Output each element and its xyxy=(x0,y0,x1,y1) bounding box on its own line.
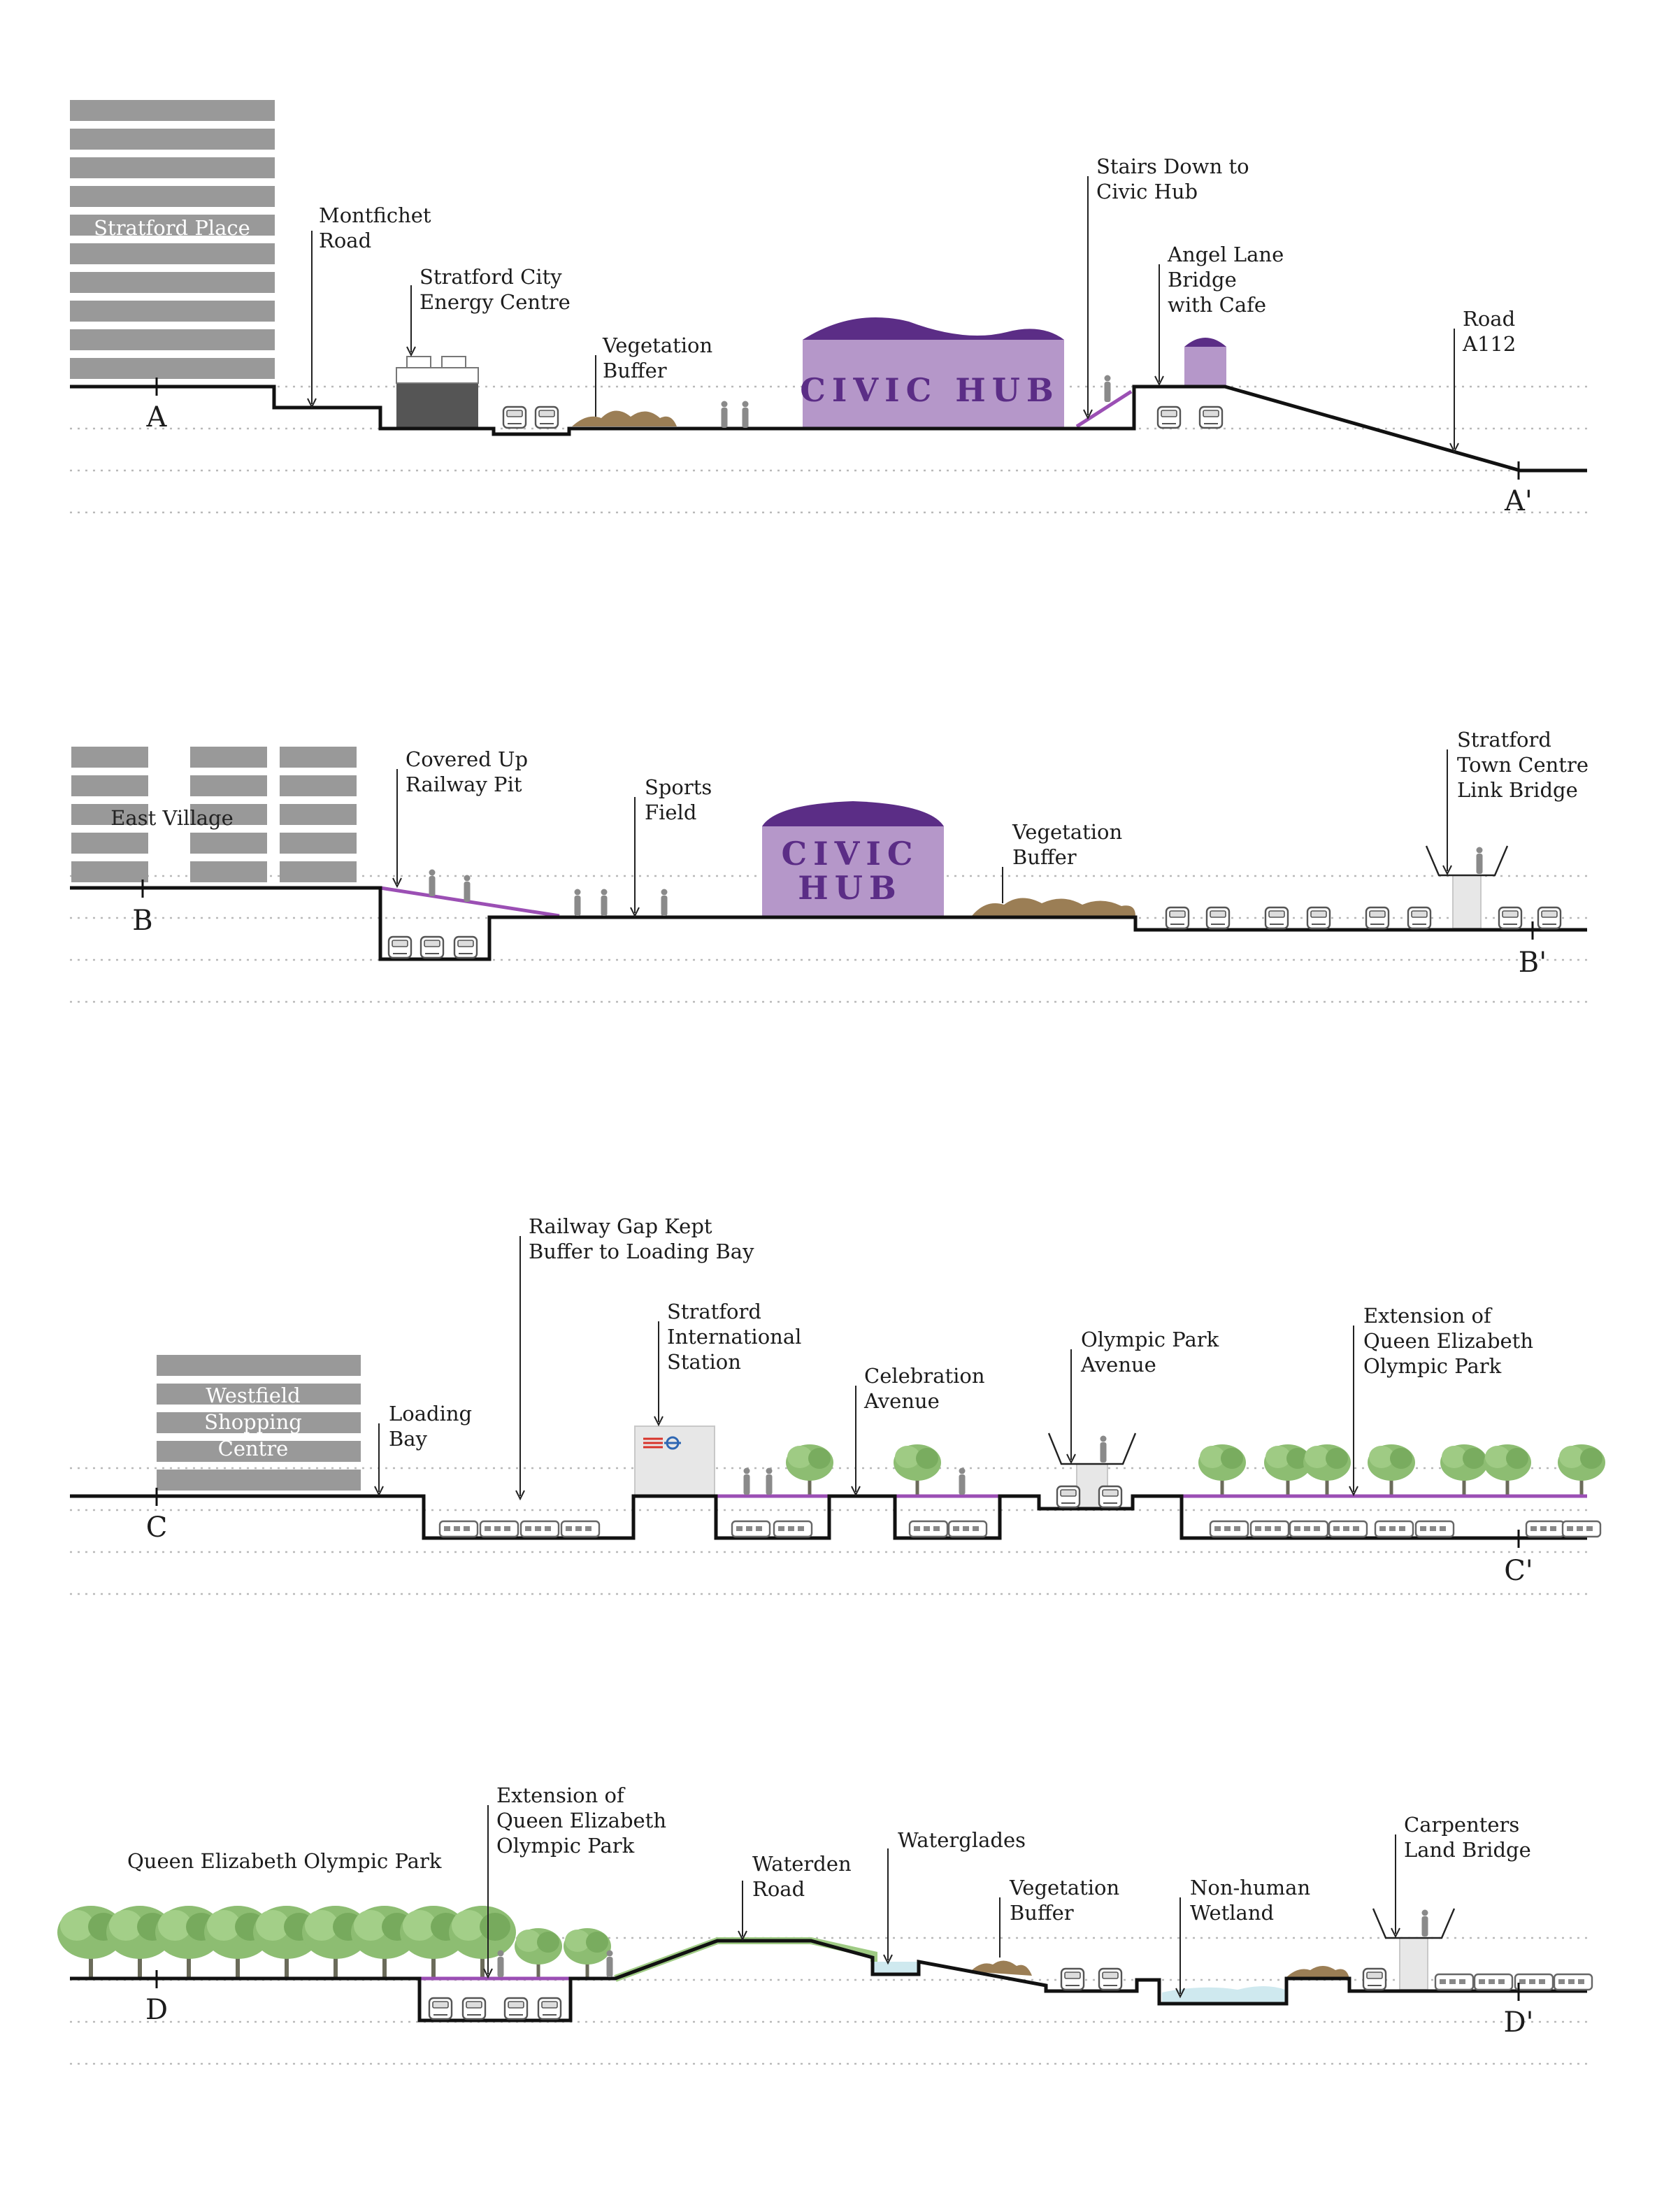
section-marker-d-start: D xyxy=(145,1970,168,2026)
waterglades-label: Waterglades xyxy=(898,1828,1026,1852)
svg-text:B: B xyxy=(132,905,152,937)
section-marker-c-start: C xyxy=(146,1488,168,1544)
east-village-buildings: East Village xyxy=(71,747,357,882)
section-marker-a-end: A' xyxy=(1504,461,1533,517)
section-c: Westfield Shopping Centre xyxy=(70,1214,1605,1595)
civic-hub-label-b2: HUB xyxy=(798,869,902,907)
east-village-label: East Village xyxy=(110,806,234,830)
stratford-place-label: Stratford Place xyxy=(94,216,250,240)
section-marker-a-start: A xyxy=(146,378,168,433)
trains-d xyxy=(1434,1973,1593,1991)
stratford-international-station xyxy=(634,1425,715,1497)
vegetation-buffer-b xyxy=(972,898,1135,916)
westfield-label-1: Westfield xyxy=(206,1384,300,1407)
svg-text:C: C xyxy=(146,1511,168,1544)
civic-hub-a: CIVIC HUB xyxy=(800,317,1064,428)
westfield-building: Westfield Shopping Centre xyxy=(157,1355,361,1491)
section-a: Stratford Place CIVIC HUB xyxy=(70,100,1587,517)
section-marker-b-start: B xyxy=(132,879,153,937)
svg-text:B': B' xyxy=(1519,947,1547,979)
section-marker-c-end: C' xyxy=(1504,1530,1533,1587)
underground-roundel-icon xyxy=(664,1436,681,1450)
vegetation-buffer-a xyxy=(572,410,677,426)
westfield-label-2: Shopping xyxy=(204,1410,302,1434)
section-d: Queen Elizabeth Olympic Park Extension o… xyxy=(57,1783,1593,2065)
trains-c xyxy=(438,1520,1602,1538)
waterglades-pond xyxy=(873,1962,919,1974)
ground-line-a xyxy=(70,385,1587,473)
angel-lane-cafe xyxy=(1184,338,1226,386)
people-b xyxy=(429,847,1483,916)
section-marker-d-end: D' xyxy=(1503,1983,1534,2039)
covered-pit-slope xyxy=(380,886,560,918)
link-bridge-b xyxy=(1425,845,1509,929)
section-b: East Village CIVIC HUB xyxy=(70,728,1589,1003)
stairs-ramp xyxy=(1075,389,1133,429)
civic-hub-b: CIVIC HUB xyxy=(762,801,944,916)
svg-text:D': D' xyxy=(1503,2006,1533,2039)
qe-park-label: Queen Elizabeth Olympic Park xyxy=(127,1849,442,1873)
westfield-label-3: Centre xyxy=(218,1437,289,1460)
civic-hub-label-b1: CIVIC xyxy=(782,835,919,872)
park-trees-c xyxy=(786,1444,1605,1495)
callouts-d: Queen Elizabeth Olympic Park Extension o… xyxy=(127,1783,1531,1999)
ground-line-c xyxy=(70,1494,1587,1540)
civic-hub-label-a: CIVIC HUB xyxy=(800,371,1059,409)
svg-text:D: D xyxy=(145,1994,168,2026)
section-marker-b-end: B' xyxy=(1519,921,1547,979)
energy-centre xyxy=(396,356,479,428)
qe-park-trees xyxy=(57,1906,611,1978)
national-rail-icon xyxy=(643,1437,663,1449)
svg-text:C': C' xyxy=(1504,1555,1533,1587)
wetland-water xyxy=(1162,1986,1285,2004)
svg-text:A': A' xyxy=(1504,485,1533,517)
ground-line-d xyxy=(70,1939,1587,2023)
svg-text:A: A xyxy=(146,401,168,433)
stratford-place-building: Stratford Place xyxy=(70,100,275,379)
vegetation-buffer-d xyxy=(970,1960,1349,1978)
ground-line-b xyxy=(70,886,1587,961)
